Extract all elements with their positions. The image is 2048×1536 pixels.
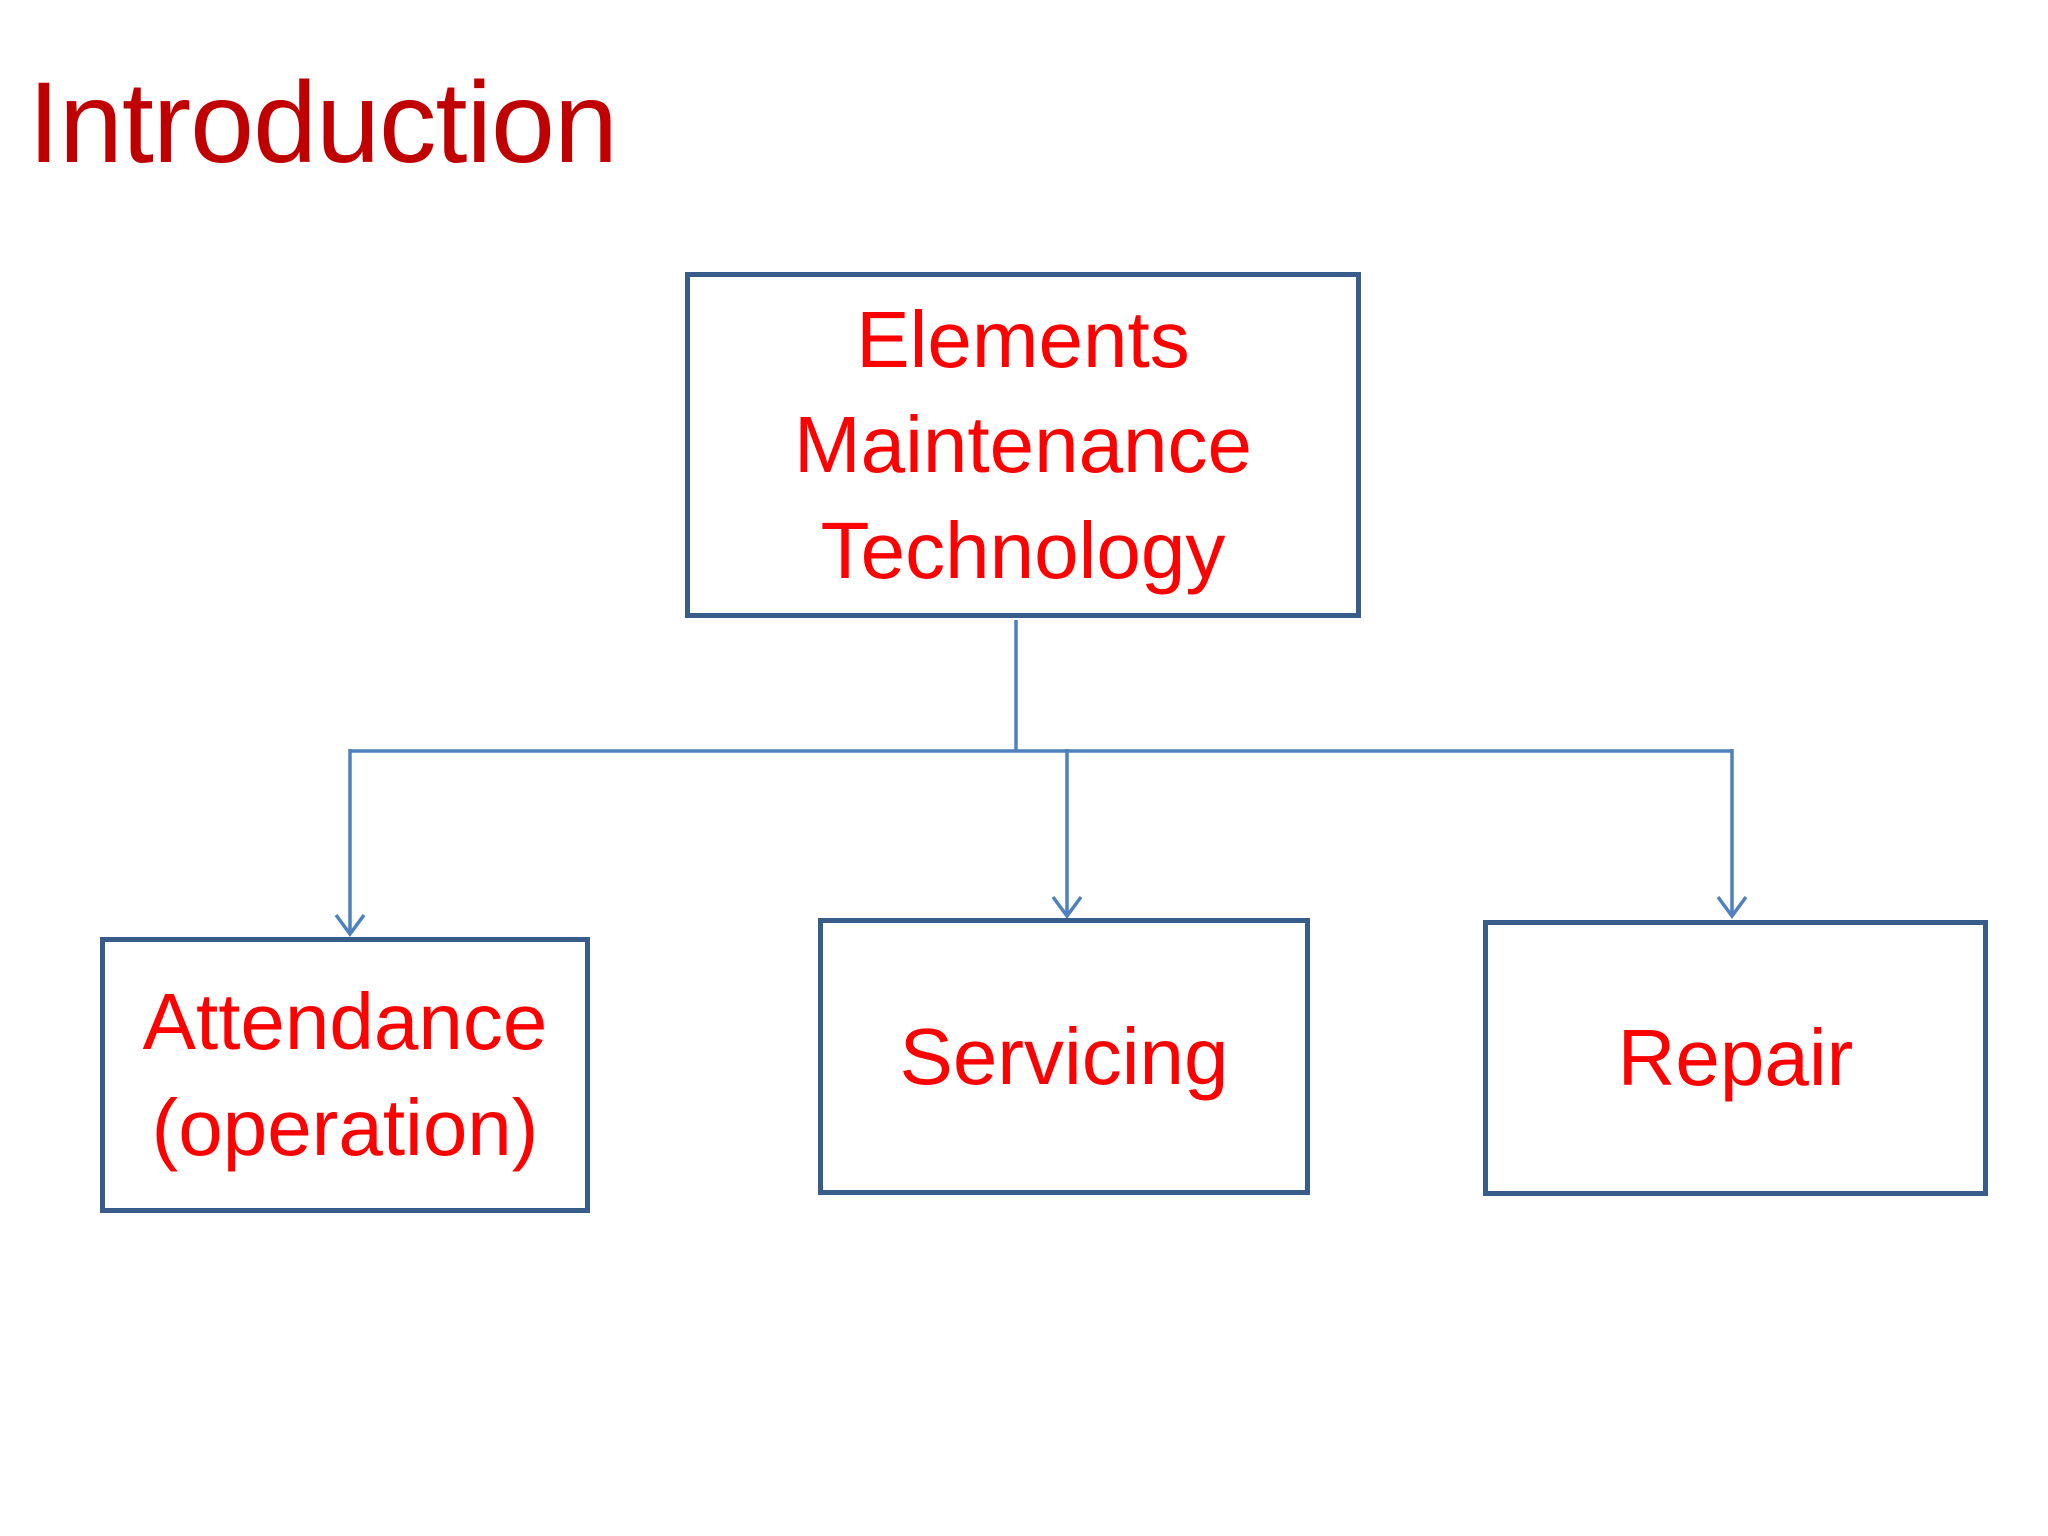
node-attendance-operation: Attendance (operation) xyxy=(100,937,590,1213)
node-text-line: Repair xyxy=(1617,1013,1854,1103)
node-elements-maintenance-technology: Elements Maintenance Technology xyxy=(685,272,1361,618)
slide-title: Introduction xyxy=(28,59,618,187)
node-text-line: Maintenance xyxy=(793,400,1253,490)
arrow-down-icon xyxy=(1716,895,1748,919)
node-text-line: Elements xyxy=(856,294,1190,384)
arrow-down-icon xyxy=(334,913,366,937)
node-text-line: (operation) xyxy=(151,1083,539,1172)
node-text-line: Servicing xyxy=(899,1011,1229,1101)
node-servicing: Servicing xyxy=(818,918,1310,1195)
node-text-line: Attendance xyxy=(142,977,548,1067)
node-repair: Repair xyxy=(1483,920,1988,1196)
arrow-down-icon xyxy=(1051,895,1083,919)
node-text-line: Technology xyxy=(820,505,1226,595)
